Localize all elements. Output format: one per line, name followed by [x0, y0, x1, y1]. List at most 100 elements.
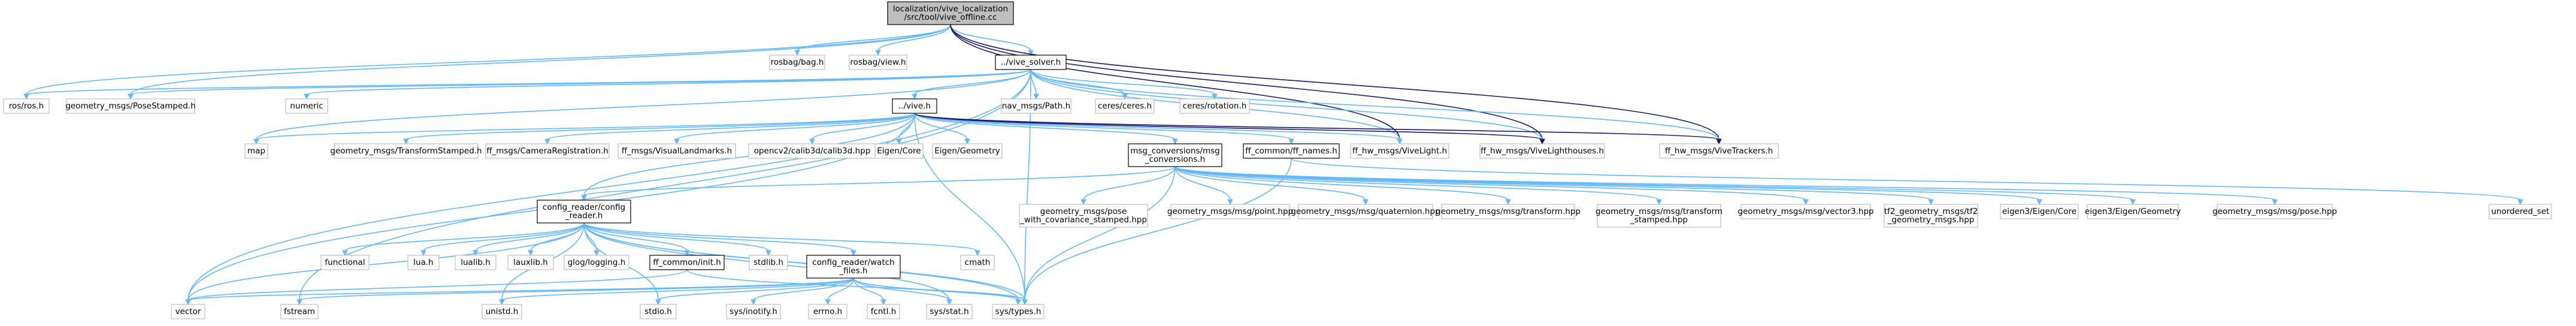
edge-root-to-vivetr [950, 24, 1722, 145]
node-config-reader-watch-files-h[interactable]: config_reader/watch_files.h [806, 255, 901, 279]
edge-arrowhead [403, 138, 409, 145]
node-ff-common-init-h[interactable]: ff_common/init.h [649, 255, 725, 270]
edge-line [797, 24, 951, 52]
node-geometry-msgs-msg-transform-stamped-hpp: geometry_msgs/msg/transform_stamped.hpp [1596, 204, 1723, 228]
node-label: ff_hw_msgs/ViveTrackers.h [1665, 146, 1773, 156]
edge-arrowhead [809, 138, 815, 145]
edge-line [914, 69, 1031, 95]
edge-vive-to-ffnames [914, 113, 1294, 145]
edge-line [547, 113, 915, 140]
node-box [1001, 98, 1071, 114]
node-box [1597, 204, 1721, 228]
node-box [726, 304, 781, 319]
edge-cfgreader-to-stdlib [583, 222, 771, 256]
node-vive-h[interactable]: ../vive.h [892, 98, 937, 114]
node-geometry-msgs-posestamped-h: geometry_msgs/PoseStamped.h [65, 98, 196, 114]
edge-solver-to-ceres [1030, 69, 1128, 100]
edge-cfgreader-to-lua [420, 222, 585, 256]
edge-arrowhead [342, 250, 348, 256]
node-box [1019, 204, 1148, 228]
edge-vive-to-calib3d [809, 113, 915, 145]
edge-msgconv-to-cfgreader [581, 166, 1176, 201]
edge-cfgreader-to-lualib [473, 222, 585, 256]
edge-watch-to-stdio [655, 277, 854, 306]
edge-line [187, 69, 1031, 301]
edge-line [877, 24, 951, 52]
node-box [66, 98, 195, 114]
node-label: ros/ros.h [9, 101, 44, 111]
edge-ffinit-to-vector [185, 269, 688, 306]
edge-vive-to-vislm [674, 113, 915, 145]
edge-line [853, 277, 884, 301]
node-label: map [247, 146, 265, 156]
node-box [482, 304, 522, 319]
node-label: localization/vive_localization [893, 4, 1008, 14]
edge-arrowhead [825, 299, 831, 306]
edge-root-to-bag [794, 24, 951, 56]
node-vive-solver-h[interactable]: ../vive_solver.h [995, 55, 1067, 70]
edge-line [405, 113, 915, 140]
edge-arrowhead [1656, 199, 1662, 206]
node-label: geometry_msgs/msg/point.hpp [1167, 207, 1293, 216]
node-unordered-set: unordered_set [2489, 204, 2552, 219]
edge-arrowhead [1227, 199, 1233, 206]
node-label: geometry_msgs/msg/vector3.hpp [1737, 207, 1873, 216]
node-geometry-msgs-msg-point-hpp: geometry_msgs/msg/point.hpp [1167, 204, 1293, 219]
edge-line [1175, 166, 1806, 201]
edge-arrowhead [420, 250, 426, 256]
edge-msgconv-to-point [1175, 166, 1233, 206]
edge-line [475, 222, 585, 252]
node-config-reader-config-reader-h[interactable]: config_reader/config_reader.h [537, 200, 631, 224]
edge-line [344, 222, 585, 252]
edge-watch-to-errno [825, 277, 854, 306]
node-box [244, 143, 268, 159]
node-box [537, 200, 631, 224]
edge-msgconv-to-string [1022, 166, 1176, 306]
edge-line [530, 222, 585, 252]
edge-arrowhead [2517, 199, 2523, 206]
edge-arrowhead [1716, 138, 1722, 145]
edge-line [306, 69, 1031, 95]
edge-line [753, 277, 854, 301]
node-msg-conversions-msg-conversions-h[interactable]: msg_conversions/msg_conversions.h [1128, 143, 1222, 167]
edge-vive-to-vivelh [914, 113, 1545, 145]
node-box [867, 304, 900, 319]
edge-solver-to-numeric [304, 69, 1031, 100]
node-localization-vive-localization-src-tool-vive-offline-cc[interactable]: localization/vive_localization/src/tool/… [887, 1, 1014, 25]
node-eigen3-eigen-core: eigen3/Eigen/Core [2000, 204, 2079, 219]
edge-ffnames-to-unordset [1291, 158, 2523, 206]
edge-vive-to-camreg [544, 113, 915, 145]
edge-line [256, 113, 915, 140]
edge-msgconv-to-vec3 [1175, 166, 1809, 206]
edge-arrowhead [1022, 299, 1028, 306]
edge-arrowhead [304, 93, 310, 100]
edge-ffnames-to-string [1022, 158, 1292, 306]
node-box [507, 255, 554, 270]
node-rosbag-view-h: rosbag/view.h [849, 55, 907, 70]
node-box [2217, 204, 2333, 219]
edge-line [950, 24, 1031, 52]
node-geometry-msgs-msg-vector3-hpp: geometry_msgs/msg/vector3.hpp [1737, 204, 1874, 219]
node-box [171, 304, 205, 319]
edge-line [583, 222, 688, 252]
node-nav-msgs-path-h: nav_msgs/Path.h [1001, 98, 1071, 114]
node-label: lualib.h [461, 258, 491, 267]
edge-cfgreader-to-cmath [583, 222, 980, 256]
edge-watch-to-fstream [296, 277, 854, 306]
edge-line [299, 277, 854, 301]
node-label: ff_msgs/CameraRegistration.h [486, 146, 609, 156]
node-box [407, 255, 440, 270]
edge-line [256, 69, 1031, 140]
node-geometry-msgs-pose-with-covariance-stamped-hpp: geometry_msgs/pose_with_covariance_stamp… [1019, 204, 1148, 228]
node-label: sys/types.h [995, 307, 1042, 316]
node-box [995, 55, 1067, 70]
node-label: _with_covariance_stamped.hpp [1019, 215, 1147, 225]
edge-line [583, 166, 1176, 197]
edge-arrowhead [253, 138, 259, 145]
node-label: geometry_msgs/msg/quaternion.hpp [1291, 207, 1440, 216]
node-ff-common-ff-names-h[interactable]: ff_common/ff_names.h [1243, 143, 1340, 159]
edge-arrowhead [1539, 138, 1545, 145]
node-box [769, 55, 825, 70]
edge-line [950, 24, 1543, 140]
